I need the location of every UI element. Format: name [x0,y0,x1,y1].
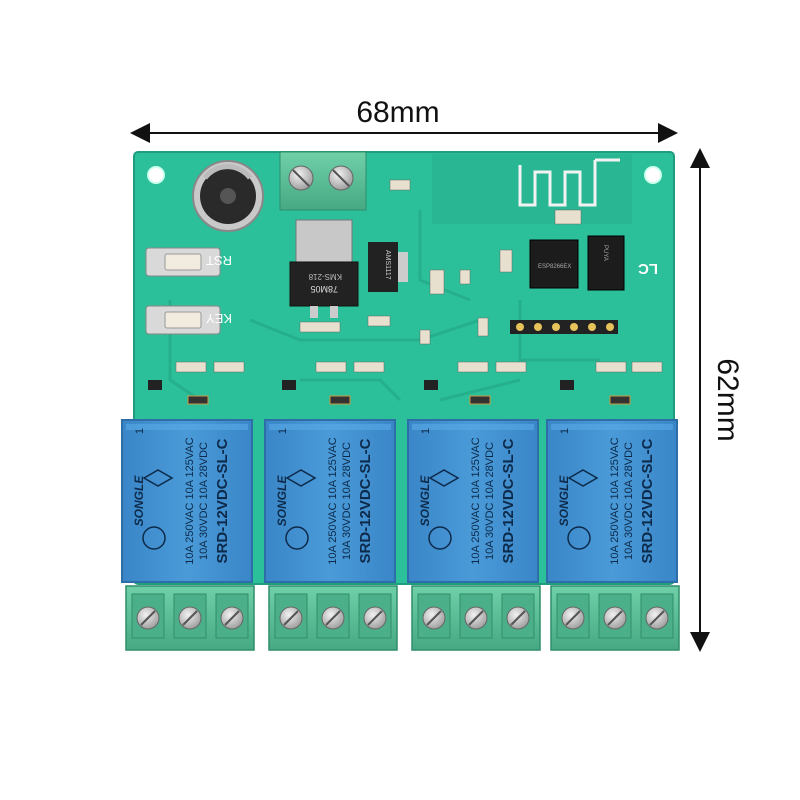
power-terminal-block [279,151,367,211]
output-terminal-4 [550,585,680,651]
relay-body [407,419,539,583]
relay-rating-dc: 10A 30VDC 10A 28VDC [341,442,353,560]
height-label: 62mm [711,358,744,441]
screw-slot [367,610,383,626]
relay-rating-ac: 10A 250VAC 10A 125VAC [184,437,196,564]
regulator-label: 78M05 [310,284,338,294]
relay-body [121,419,253,583]
cqc-logo-icon [428,526,452,550]
ldo-regulator: AMS1117 [368,242,408,292]
screw-slot [607,610,623,626]
driver-row [148,361,663,405]
relay-number: 1 [420,428,432,434]
relay-brand: SONGLE [275,475,289,527]
screw-slot [468,610,484,626]
rst-button[interactable]: RST [145,247,232,277]
mounting-hole [147,166,165,184]
songle-logo-icon [142,469,174,487]
relay-model: SRD-12VDC-SL-C [214,438,231,563]
board-marking: LC [638,260,658,277]
relay-highlight [269,424,391,430]
chip-label: ESP8266EX [538,264,571,270]
output-terminal-2 [268,585,398,651]
cqc-logo-icon [142,526,166,550]
output-terminal-group [125,585,680,651]
screw-slot [426,610,442,626]
programming-header [510,320,618,334]
screw-slot [283,610,299,626]
key-label: KEY [206,311,232,326]
songle-logo-icon [285,469,317,487]
screw-slot [182,610,198,626]
wifi-antenna [432,154,632,224]
relay-rating-dc: 10A 30VDC 10A 28VDC [198,442,210,560]
regulator-sub: KMS-218 [308,272,342,281]
screw-slot [224,610,240,626]
screw-slot [140,610,156,626]
relay-model: SRD-12VDC-SL-C [357,438,374,563]
relay-brand: SONGLE [557,475,571,527]
relay-brand: SONGLE [418,475,432,527]
cqc-logo-icon [285,526,309,550]
width-dimension: 68mm [130,96,678,143]
rst-label: RST [206,253,232,268]
songle-logo-icon [428,469,460,487]
smd-components [299,179,582,345]
relay-model: SRD-12VDC-SL-C [500,438,517,563]
voltage-regulator: 78M05 KMS-218 [289,219,359,318]
screw-slot [565,610,581,626]
relay-model: SRD-12VDC-SL-C [639,438,656,563]
relay-highlight [412,424,534,430]
songle-logo-icon [567,469,599,487]
mounting-hole [644,166,662,184]
relay-rating-ac: 10A 250VAC 10A 125VAC [327,437,339,564]
relay-number: 1 [559,428,571,434]
height-dimension: 62mm [690,148,744,652]
relay-highlight [551,424,673,430]
relay-number: 1 [134,428,146,434]
ldo-label: AMS1117 [384,250,391,280]
key-button[interactable]: KEY [145,305,232,335]
relay-body [264,419,396,583]
cqc-logo-icon [567,526,591,550]
relay-rating-ac: 10A 250VAC 10A 125VAC [470,437,482,564]
relay-rating-dc: 10A 30VDC 10A 28VDC [484,442,496,560]
flash-chip: PUYA [587,235,625,291]
screw-slot [510,610,526,626]
relay-rating-ac: 10A 250VAC 10A 125VAC [609,437,621,564]
screw-slot [649,610,665,626]
width-label: 68mm [356,96,439,129]
output-terminal-3 [411,585,541,651]
relay-highlight [126,424,248,430]
relay-body [546,419,678,583]
flash-label: PUYA [602,245,608,261]
relay-brand: SONGLE [132,475,146,527]
esp-chip: ESP8266EX [529,239,579,289]
electrolytic-capacitor [192,160,264,232]
output-terminal-1 [125,585,255,651]
relay-rating-dc: 10A 30VDC 10A 28VDC [623,442,635,560]
relay-number: 1 [277,428,289,434]
screw-slot [325,610,341,626]
